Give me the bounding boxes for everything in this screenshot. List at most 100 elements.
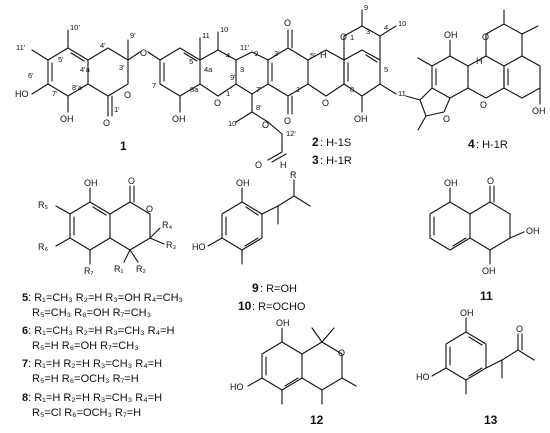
atom-r7: R₇ [84,266,94,276]
atom-r4: R₄ [162,220,172,230]
compound-10-note: : R=OCHO [252,301,306,313]
atom-oh: OH [236,178,250,188]
atom-o: O [340,32,347,42]
atom-o: O [322,98,329,108]
locant: 11 [398,89,406,98]
compound-id-10: 10 [238,299,252,313]
compound-4-note: : H-1R [476,139,508,151]
atom-o: O [338,348,345,358]
locant: 4 [384,23,388,32]
atom-oh: OH [60,114,74,124]
atom-ho: HO [15,89,29,99]
compound-8-line2: R₅=Cl R₆=OCH₃ R₇=H [32,407,142,419]
locant: 12' [286,129,296,138]
atom-o: O [516,324,523,334]
compound-id-12: 12 [310,413,324,427]
locant: 4 [226,51,230,60]
locant: 5' [58,55,64,64]
locant: 4a [204,65,213,74]
atom-h: H [476,56,483,66]
atom-h: H [280,160,287,170]
atom-oh: OH [482,266,496,276]
atom-o: O [443,114,450,124]
locant: 11' [16,43,26,52]
atom-o: O [255,160,262,170]
locant: 4' [100,41,106,50]
atom-o: O [262,120,269,130]
atom-h: H [320,50,327,60]
compound-id-3: 3 [312,153,319,167]
compound-6-r-groups: : R₁=CH₃ R₂=H R₃=CH₃ R₄=H [28,325,175,337]
locant: 1' [114,105,120,114]
atom-o: O [480,100,487,110]
atom-ho: HO [416,372,430,382]
atom-r3: R₃ [166,240,176,250]
atom-oh: OH [276,318,290,328]
locant: 3 [366,27,370,36]
compound-5-8-structure: OH O O R₅ R₆ R₇ R₁ R₂ R₃ R₄ [38,176,176,276]
atom-ho: HO [230,382,244,392]
locant: 8'a [72,83,83,92]
compound-7-r-groups: : R₁=H R₂=H R₃=CH₃ R₄=H [28,358,163,370]
compound-8-r-groups: : R₁=H R₂=H R₃=CH₃ R₄=H [28,392,163,404]
locant: 4'a [80,65,91,74]
atom-oh: OH [460,308,474,318]
locant: 1' [296,85,302,94]
locant: 10' [228,119,238,128]
atom-o: O [487,176,494,186]
compound-9-10-structure: OH HO R 9 : R=OH 10 : R=OCHO [192,170,311,313]
atom-o: O [284,116,291,126]
compound-7-line1: 7: R₁=H R₂=H R₃=CH₃ R₄=H [22,358,162,371]
atom-oh: OH [526,226,540,236]
compound-id: 1 [120,139,127,153]
compound-7-line2: R₅=H R₆=OCH₃ R₇=H [32,373,139,385]
atom-r2: R₂ [136,264,146,274]
atom-oh: OH [444,30,458,40]
compound-3-note: : H-1R [320,155,352,167]
compound-6-line2: R₅=H R₆=OH R₇=CH₃ [32,340,139,352]
compound-6-line1: 6: R₁=CH₃ R₂=H R₃=CH₃ R₄=H [22,325,174,338]
compound-12-structure: OH HO O 12 [230,318,357,427]
locant: 3' [274,49,280,58]
locant: 5 [189,57,193,66]
compound-id-2: 2 [312,135,319,149]
atom-r: R [290,170,297,180]
atom-o: O [482,32,489,42]
locant: 11' [240,43,250,52]
locant: 9 [364,3,368,12]
atom-o: O [128,176,135,186]
locant: 3' [119,63,125,72]
atom-o: O [103,118,110,128]
locant: 10' [70,23,80,32]
atom-oh: OH [444,178,458,188]
locant: 5 [384,65,388,74]
locant: 6' [28,71,34,80]
compound-id-6: 6 [22,325,29,337]
atom-ho: HO [192,242,206,252]
compound-id-5: 5 [22,292,29,304]
compound-id-9: 9 [252,281,259,295]
locant: 7' [52,89,58,98]
compound-4-structure: OH O O O OH H 4 : H-1R [405,9,546,151]
locant: 11 [202,31,210,40]
compound-8-line1: 8: R₁=H R₂=H R₃=CH₃ R₄=H [22,392,162,405]
locant: 10 [220,25,228,34]
compound-13-structure: OH HO O 13 [416,308,535,427]
compound-1-structure: HO OH O O O OH O 10' 9' 4' 5' 4'a 3' 6' … [15,23,258,153]
atom-o: O [140,48,147,58]
compound-id-7: 7 [22,358,29,370]
atom-r1: R₁ [114,264,124,274]
locant: 8 [350,85,354,94]
compound-id-13: 13 [484,413,498,427]
compound-9-note: : R=OH [260,283,297,295]
atom-o: O [214,98,221,108]
atom-oh: OH [84,178,98,188]
atom-r6: R₆ [38,242,48,252]
atom-oh: OH [172,114,186,124]
compound-5-r-groups: : R₁=CH₃ R₂=H R₃=OH R₄=CH₃ [28,292,184,304]
compound-2-note: : H-1S [320,137,351,149]
locant: 3 [240,65,244,74]
locant: 8a [190,85,199,94]
